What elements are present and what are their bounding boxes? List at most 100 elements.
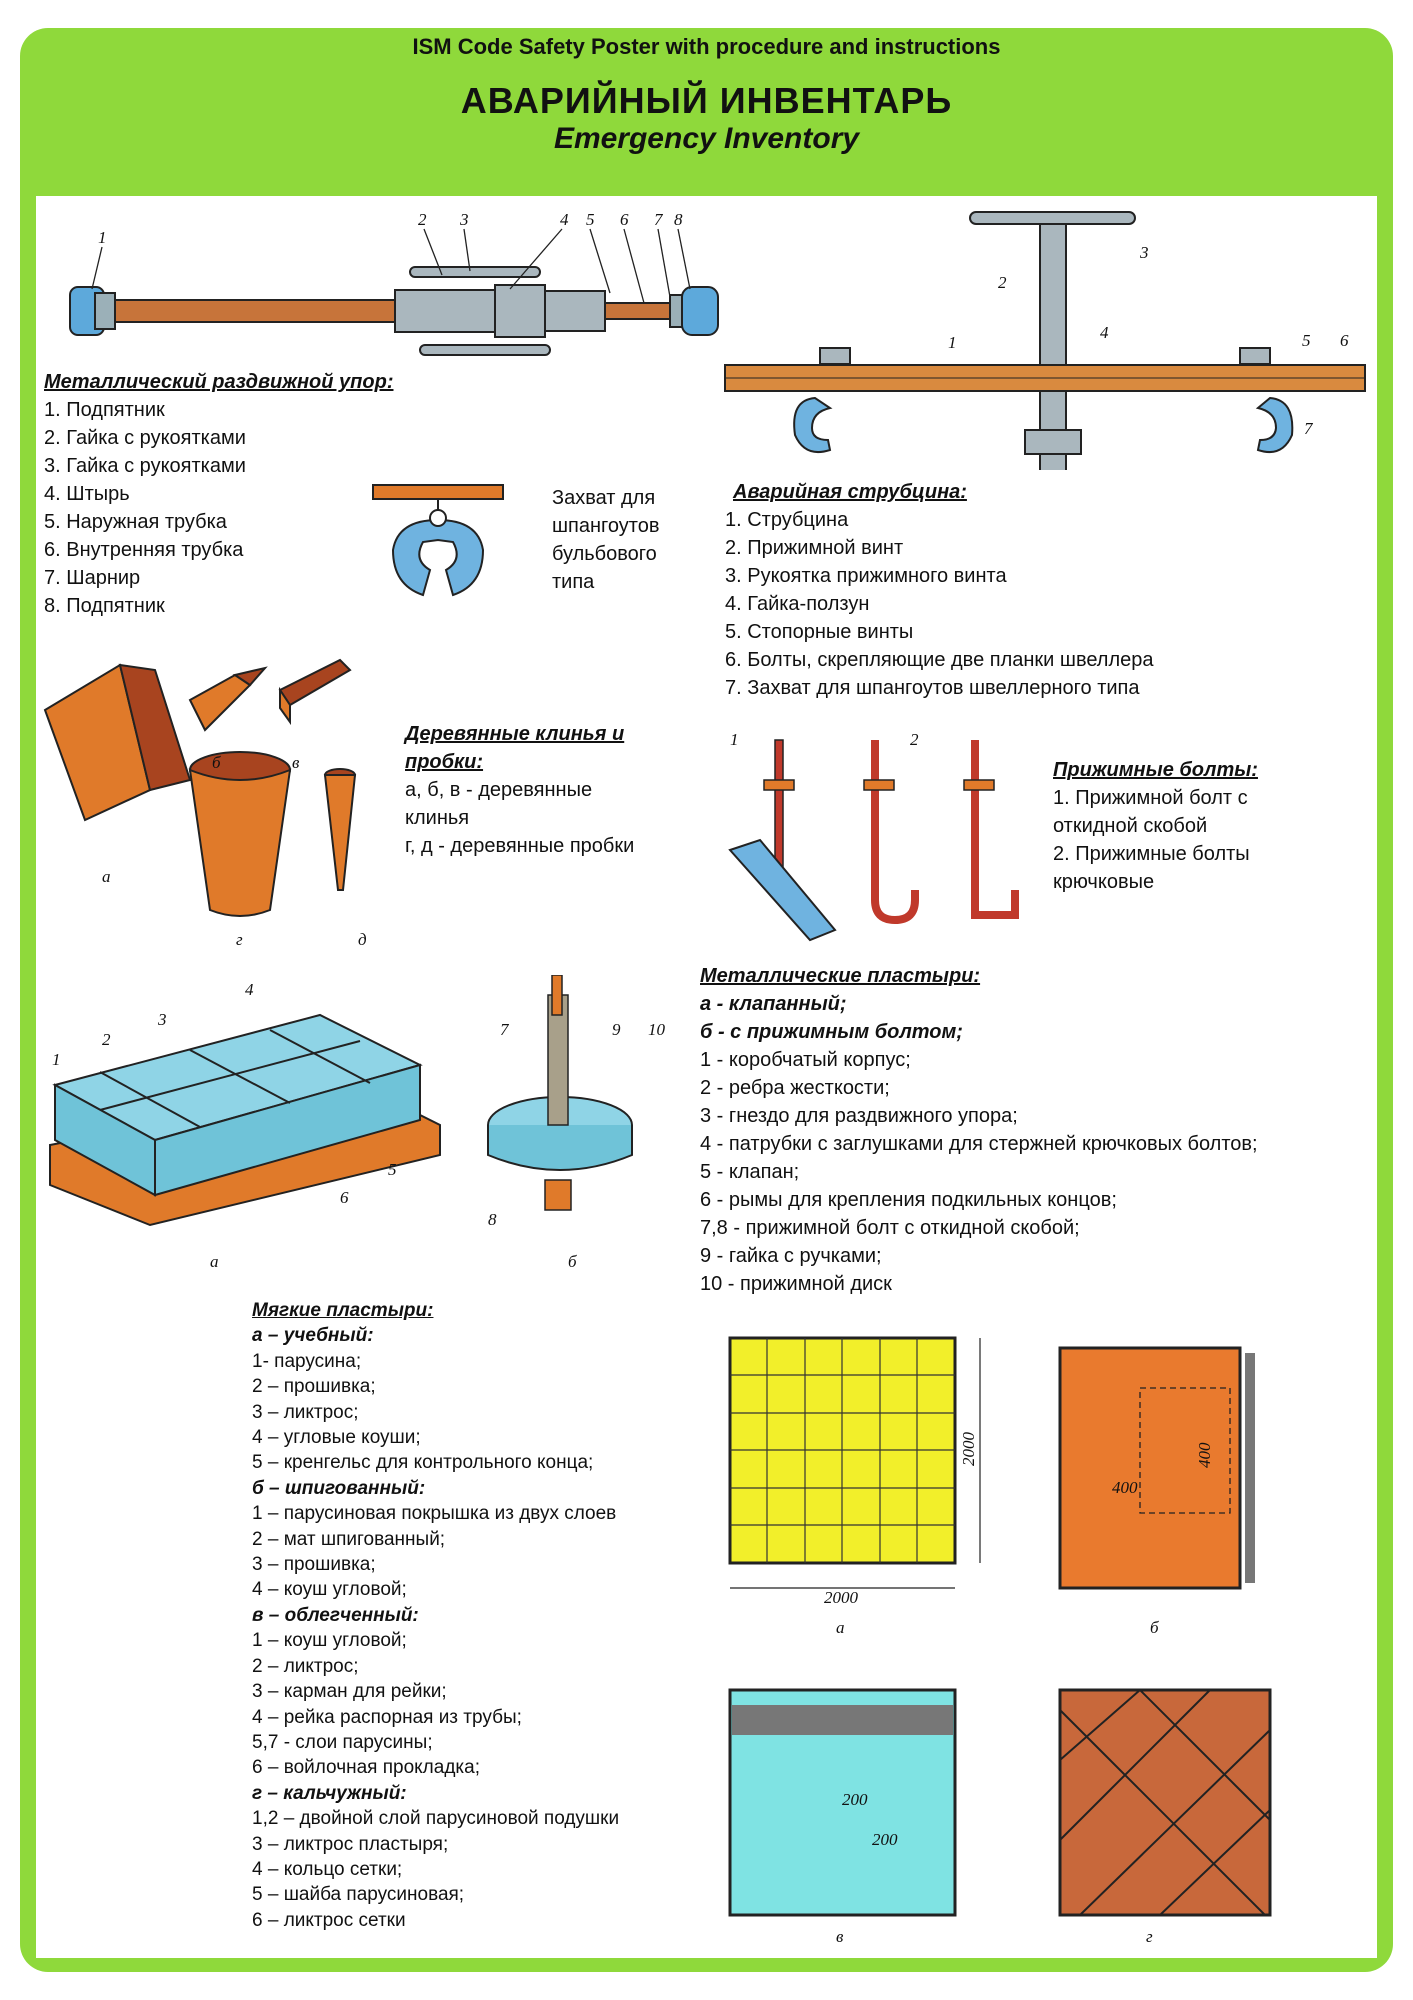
clamp-callout-1: 1	[948, 333, 957, 352]
metal-patches-heading: Металлические пластыри:	[700, 965, 981, 987]
soft-patches-legend: Мягкие пластыри: а – учебный: 1- парусин…	[252, 1298, 619, 1933]
mp-item-4: 4 - патрубки с заглушками для стержней к…	[700, 1133, 1258, 1155]
pressure-bolts-illustration: 1 2	[728, 730, 1019, 942]
soft-patches-heading: Мягкие пластыри:	[252, 1300, 434, 1321]
wedges-item-2: клинья	[405, 807, 470, 829]
telescopic-prop-illustration: 1 2 3 4 5 6 7 8	[69, 210, 719, 356]
bolts-item-1: 1. Прижимной болт с	[1053, 787, 1248, 809]
soft-a-item-5: 5 – кренгельс для контрольного конца;	[252, 1452, 594, 1474]
wedges-item-1: а, б, в - деревянные	[405, 779, 593, 801]
mp-callout-a-5: 5	[388, 1160, 397, 1179]
clamp-item-3: 3. Рукоятка прижимного винта	[725, 565, 1007, 587]
mp-callout-a-4: 4	[245, 980, 254, 999]
metal-patch-callouts-a: 1 2 3 4 5 6	[52, 980, 397, 1207]
soft-letter-a: а	[836, 1618, 845, 1637]
soft-v-item-6: 6 – войлочная прокладка;	[252, 1757, 480, 1779]
mp-callout-a-1: 1	[52, 1050, 61, 1069]
soft-b-item-3: 3 – прошивка;	[252, 1554, 376, 1576]
spiked-dim-h: 400	[1195, 1442, 1214, 1468]
soft-g-item-3: 4 – кольцо сетки;	[252, 1858, 403, 1880]
page-title: АВАРИЙНЫЙ ИНВЕНТАРЬ	[460, 80, 953, 121]
soft-letter-v: в	[836, 1927, 844, 1946]
mp-callout-b-10: 10	[648, 1020, 666, 1039]
metal-patches-legend: Металлические пластыри: а - клапанный; б…	[700, 962, 1258, 1298]
bolt-callout-1: 1	[730, 730, 739, 749]
clamp-item-4: 4. Гайка-ползун	[725, 593, 870, 615]
soft-v-item-2: 2 – ликтрос;	[252, 1655, 359, 1677]
prop-callouts: 1 2 3 4 5 6 7 8	[98, 210, 683, 247]
grip-caption-line-1: Захват для	[552, 487, 656, 509]
clamp-callouts: 1 2 3 4 5 6 7	[948, 243, 1349, 438]
soft-sub-v: в – облегченный:	[252, 1604, 419, 1626]
mp-callout-a-2: 2	[102, 1030, 111, 1049]
clamp-item-2: 2. Прижимной винт	[725, 537, 904, 559]
grip-caption-line-2: шпангоутов	[552, 515, 660, 537]
mp-item-9: 10 - прижимной диск	[700, 1273, 892, 1295]
clamp-callout-4: 4	[1100, 323, 1109, 342]
bolts-item-4: крючковые	[1053, 871, 1155, 893]
wedge-letter-g: г	[236, 930, 243, 949]
mp-item-7: 7,8 - прижимной болт с откидной скобой;	[700, 1217, 1080, 1239]
wedges-legend: Деревянные клинья и пробки: а, б, в - де…	[405, 720, 634, 860]
prop-item-8: 8. Подпятник	[44, 595, 165, 617]
bolts-item-3: 2. Прижимные болты	[1053, 843, 1250, 865]
clamp-callout-6: 6	[1340, 331, 1349, 350]
metal-patches-sub-a: а - клапанный;	[700, 993, 847, 1015]
soft-letter-b: б	[1150, 1618, 1159, 1637]
prop-item-1: 1. Подпятник	[44, 399, 165, 421]
callout-5: 5	[586, 210, 595, 229]
soft-a-item-2: 2 – прошивка;	[252, 1376, 376, 1398]
mp-letter-a: а	[210, 1252, 219, 1271]
clamp-callout-2: 2	[998, 273, 1007, 292]
soft-patch-spiked-illustration: 400 400 б	[1058, 1346, 1255, 1637]
prop-item-6: 6. Внутренняя трубка	[44, 539, 244, 561]
clamp-legend: Аварийная струбцина: 1. Струбцина 2. При…	[725, 478, 1154, 702]
soft-patch-training-illustration: 2000 2000 а	[728, 1336, 981, 1637]
spiked-dim-w: 400	[1112, 1478, 1138, 1497]
wedges-heading-line-2: пробки:	[405, 751, 484, 773]
wedge-letter-b: б	[212, 753, 221, 772]
callout-7: 7	[654, 210, 664, 229]
wedges-item-3: г, д - деревянные пробки	[405, 835, 635, 857]
mp-item-2: 2 - ребра жесткости;	[700, 1077, 890, 1099]
soft-g-item-5: 6 – ликтрос сетки	[252, 1909, 406, 1931]
mp-callout-a-3: 3	[157, 1010, 167, 1029]
metal-patches-sub-b: б - с прижимным болтом;	[700, 1021, 963, 1043]
clamp-item-7: 7. Захват для шпангоутов швеллерного тип…	[725, 677, 1140, 699]
mp-callout-a-6: 6	[340, 1188, 349, 1207]
soft-sub-a: а – учебный:	[252, 1325, 374, 1347]
soft-patch-chain-illustration: г	[1058, 1688, 1272, 1946]
lightweight-dim-h: 200	[872, 1830, 898, 1849]
wedge-letter-a: а	[102, 867, 111, 886]
mp-callout-b-8: 8	[488, 1210, 497, 1229]
bolts-legend: Прижимные болты: 1. Прижимной болт с отк…	[1053, 756, 1258, 896]
bulb-frame-grip-illustration	[372, 484, 504, 597]
prop-item-2: 2. Гайка с рукоятками	[44, 427, 246, 449]
mp-callout-b-7: 7	[500, 1020, 510, 1039]
soft-v-item-5: 5,7 - слои парусины;	[252, 1731, 433, 1753]
bolts-item-2: откидной скобой	[1053, 815, 1208, 837]
soft-g-item-2: 3 – ликтрос пластыря;	[252, 1833, 449, 1855]
grip-caption: Захват для шпангоутов бульбового типа	[552, 484, 659, 596]
soft-a-item-4: 4 – угловые коуши;	[252, 1427, 421, 1449]
soft-a-item-3: 3 – ликтрос;	[252, 1401, 359, 1423]
soft-letter-g: г	[1146, 1927, 1153, 1946]
callout-6: 6	[620, 210, 629, 229]
prop-item-7: 7. Шарнир	[44, 567, 141, 589]
training-dim-bottom: 2000	[824, 1588, 859, 1607]
mp-item-3: 3 - гнездо для раздвижного упора;	[700, 1105, 1018, 1127]
grip-caption-line-3: бульбового	[552, 543, 657, 565]
prop-legend: Металлический раздвижной упор: 1. Подпят…	[44, 368, 393, 620]
prop-heading: Металлический раздвижной упор:	[44, 371, 394, 393]
clamp-callout-3: 3	[1139, 243, 1149, 262]
mp-item-1: 1 - коробчатый корпус;	[700, 1049, 911, 1071]
soft-sub-g: г – кальчужный:	[252, 1782, 407, 1804]
clamp-callout-5: 5	[1302, 331, 1311, 350]
callout-2: 2	[418, 210, 427, 229]
clamp-item-5: 5. Стопорные винты	[725, 621, 914, 643]
soft-patch-lightweight-illustration: 200 200 в	[728, 1688, 957, 1946]
soft-b-item-1: 1 – парусиновая покрышка из двух слоев	[252, 1503, 617, 1525]
prop-item-4: 4. Штырь	[44, 483, 130, 505]
bolts-heading: Прижимные болты:	[1053, 759, 1258, 781]
emergency-clamp-illustration: 1 2 3 4 5 6 7	[724, 211, 1366, 470]
